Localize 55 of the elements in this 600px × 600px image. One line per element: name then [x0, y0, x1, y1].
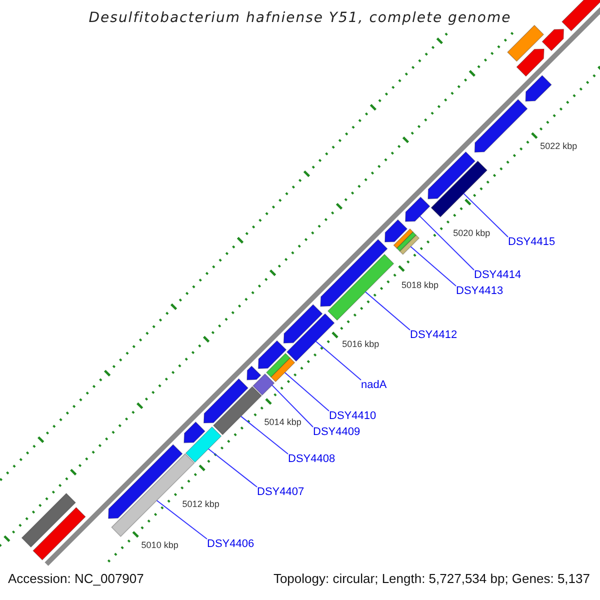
gene-label: DSY4407	[257, 486, 304, 499]
position-label: 5018 kbp	[402, 280, 439, 291]
gene-block	[108, 444, 183, 519]
leader-line	[156, 500, 208, 540]
gene-label: DSY4414	[474, 269, 522, 282]
gene-block	[428, 151, 476, 200]
accession-label: Accession: NC_007907	[8, 572, 144, 585]
gene-block	[561, 0, 600, 32]
gene-label: DSY4408	[288, 453, 336, 466]
gene-bar	[266, 352, 296, 382]
gene-bar	[286, 313, 335, 362]
gene-label: DSY4410	[329, 410, 376, 423]
gene-block	[525, 74, 552, 102]
position-label: 5022 kbp	[540, 141, 578, 152]
leader-line	[419, 216, 474, 270]
gene-bar	[393, 228, 420, 255]
gene-block	[184, 421, 206, 444]
gene-bar	[185, 426, 222, 463]
gene-block	[283, 304, 323, 344]
leader-line	[208, 448, 258, 488]
position-label: 5012 kbp	[182, 499, 220, 510]
gene-block	[384, 219, 408, 242]
gene-block	[320, 238, 388, 307]
leader-line	[315, 340, 362, 380]
genome-stats-label: Topology: circular; Length: 5,727,534 bp; Genes: 5,137	[273, 572, 590, 585]
gene-bar	[506, 24, 544, 62]
gene-label: nadA	[361, 379, 387, 392]
gene-label: DSY4409	[313, 426, 360, 439]
gene-block	[474, 98, 528, 153]
gene-label: DSY4412	[410, 329, 458, 342]
gene-bar	[21, 492, 76, 548]
gene-label: DSY4415	[508, 236, 556, 249]
position-label: 5016 kbp	[342, 339, 380, 350]
gene-label: DSY4406	[207, 538, 254, 551]
position-label: 5014 kbp	[264, 417, 302, 428]
map-title: Desulfitobacterium hafniense Y51, complete genome	[88, 10, 512, 26]
gene-label: DSY4413	[456, 285, 504, 298]
position-label: 5020 kbp	[453, 228, 490, 240]
leader-line	[463, 193, 508, 238]
leader-line	[410, 246, 456, 286]
position-label: 5010 kbp	[141, 540, 178, 552]
leader-line	[284, 372, 330, 412]
gene-block	[258, 340, 287, 370]
gene-block	[203, 378, 249, 424]
gene-block	[516, 48, 544, 77]
gene-bar	[327, 254, 394, 321]
gene-bar	[252, 373, 275, 396]
gene-block	[542, 28, 564, 52]
leader-line	[272, 384, 314, 428]
gene-bar	[430, 160, 488, 218]
leader-line	[240, 416, 288, 454]
gene-block	[404, 196, 430, 222]
gene-block	[246, 366, 262, 380]
gene-bar	[212, 386, 262, 436]
gene-bar	[32, 506, 86, 560]
